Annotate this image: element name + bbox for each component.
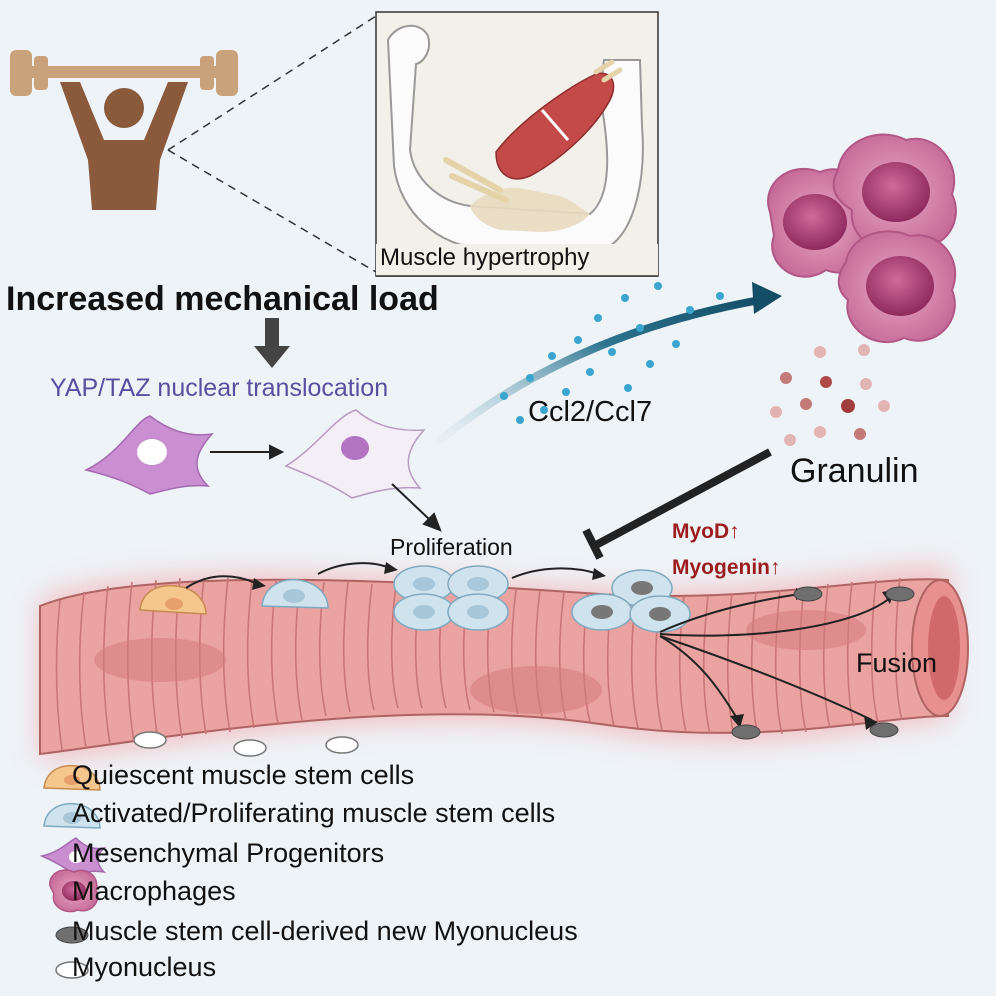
legend-new-myonucleus-label: Muscle stem cell-derived new Myonucleus [72,916,578,946]
myod-label: MyoD↑ [672,520,740,543]
granulin-label: Granulin [790,452,919,490]
muscle-hypertrophy-inset [375,11,659,277]
yap-taz-label: YAP/TAZ nuclear translocation [50,374,389,402]
legend-activated-label: Activated/Proliferating muscle stem cell… [72,798,556,828]
legend-mesenchymal-label: Mesenchymal Progenitors [72,838,385,868]
muscle-fiber [39,566,969,760]
activated-stem-cell [261,578,329,609]
legend-quiescent-label: Quiescent muscle stem cells [72,760,415,790]
legend-new-myonucleus-icon [55,926,89,944]
zoom-lines [167,15,377,273]
differentiating-stem-cells [571,569,691,633]
new-myonuclei [731,586,915,740]
weightlifter-icon [10,50,238,210]
progression-arrows [185,562,599,589]
fusion-arrows [659,593,891,721]
legend-icons [39,764,107,979]
mesenchymal-progenitor-quiescent [83,415,214,495]
granulin-dots [770,344,890,446]
flow-arrows [210,444,442,532]
legend-myonucleus-icon [55,961,89,979]
macrophage-cluster [767,133,957,344]
legend-mesenchymal-icon [39,837,107,877]
quiescent-stem-cell [139,584,207,615]
load-arrow [254,318,290,368]
legend-macrophages-label: Macrophages [72,876,236,906]
mesenchymal-progenitor-activated [284,409,426,499]
macrophage-cell-2 [832,133,957,252]
proliferation-label: Proliferation [390,534,513,560]
ccl-label: Ccl2/Ccl7 [528,396,653,428]
macrophage-cell-3 [837,230,957,344]
progression-arrowheads [252,562,606,590]
fusion-label: Fusion [856,648,938,678]
legend-myonucleus-label: Myonucleus [72,952,217,982]
increased-load-label: Increased mechanical load [6,280,439,318]
myonuclei [133,731,359,757]
proliferating-stem-cells [393,565,509,631]
legend-macrophage-icon [49,869,99,913]
inset-caption: Muscle hypertrophy [380,244,590,271]
ccl-secretion-arrow [436,282,782,444]
legend-quiescent-icon [43,764,101,791]
legend-activated-icon [43,802,101,829]
granulin-inhibition-arrow [582,448,772,560]
myogenin-label: Myogenin↑ [672,556,781,579]
chemokine-dots [500,282,724,424]
